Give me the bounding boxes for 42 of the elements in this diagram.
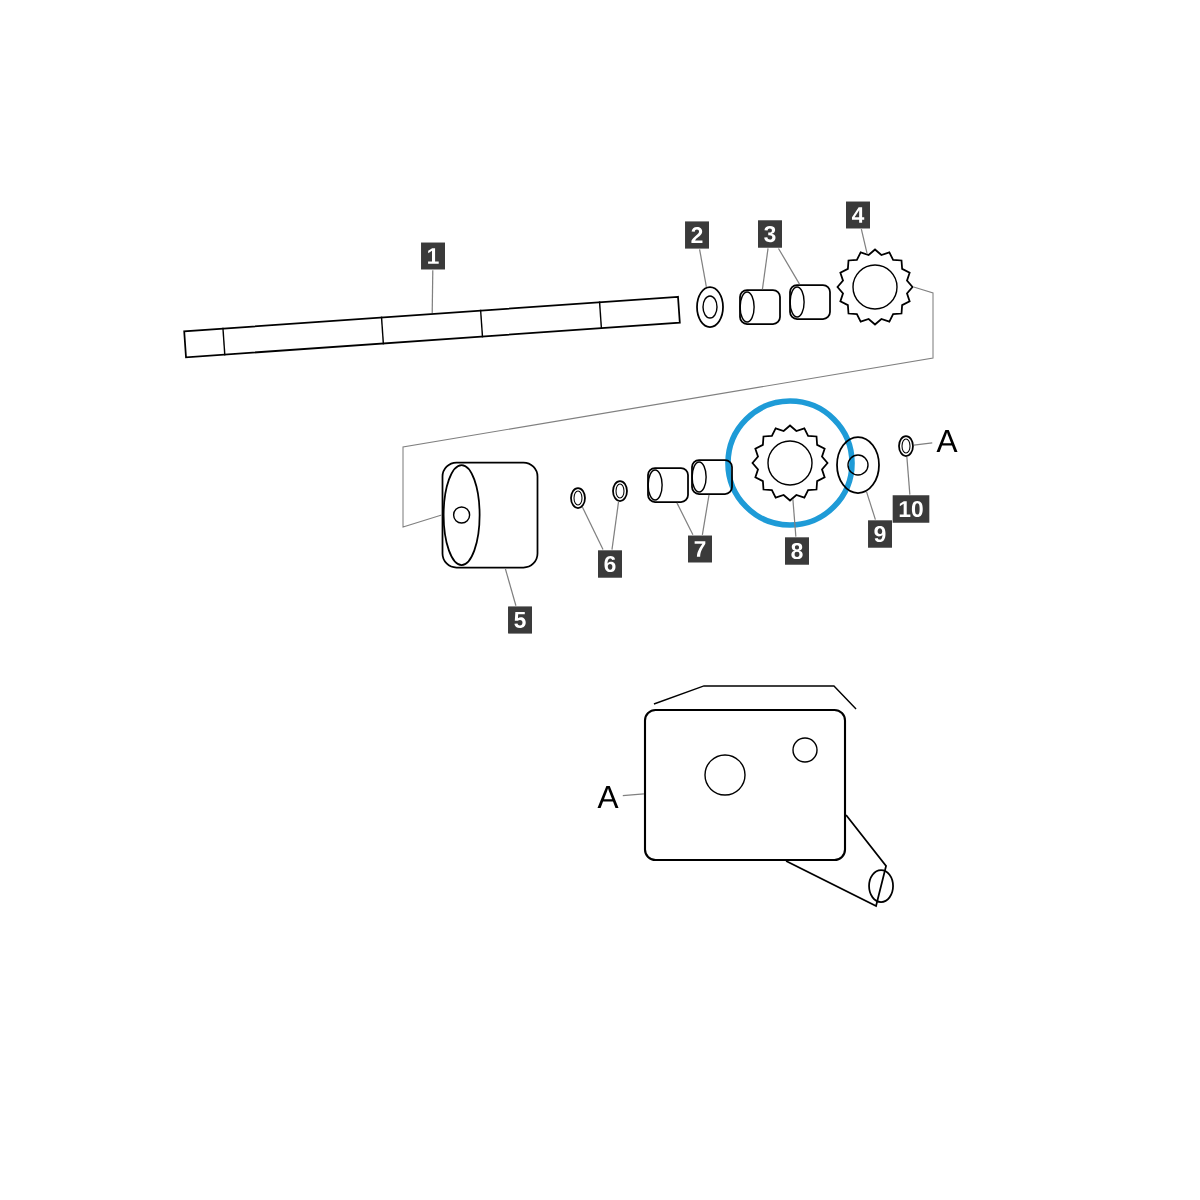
callout-number: 5 — [508, 606, 532, 634]
leader-line — [622, 793, 645, 797]
leader-line — [792, 498, 797, 538]
leader-line — [698, 248, 707, 288]
callout-number: 8 — [785, 537, 809, 565]
reference-letter: A — [597, 786, 619, 808]
ring-drawing — [570, 487, 586, 509]
leader-line — [611, 501, 620, 551]
callout-number: 3 — [758, 220, 782, 248]
callout-number: 10 — [892, 495, 930, 523]
bearing-drawing — [739, 289, 781, 325]
callout-number: 4 — [846, 201, 870, 229]
gear-drawing — [836, 248, 914, 326]
leader-line — [581, 506, 604, 551]
bearing-drawing — [789, 284, 831, 320]
callout-number: 6 — [598, 550, 622, 578]
ball-bearing-drawing — [836, 436, 880, 494]
callout-number: 7 — [688, 535, 712, 563]
leader-line — [761, 247, 769, 290]
ring-drawing — [612, 480, 628, 502]
callout-number: 2 — [685, 221, 709, 249]
bearing-drawing — [647, 467, 689, 503]
bearing-drawing — [691, 459, 733, 495]
callout-number: 9 — [868, 520, 892, 548]
leader-line — [676, 502, 694, 536]
clutch-drawing — [441, 461, 539, 569]
leader-line — [865, 491, 877, 521]
assembly-line — [402, 286, 934, 528]
leader-line — [431, 269, 434, 314]
leader-line — [777, 247, 801, 285]
leader-line — [860, 228, 868, 255]
leader-line — [701, 494, 710, 536]
leader-line — [906, 456, 911, 496]
ring-drawing — [898, 435, 914, 457]
callout-number: 1 — [421, 242, 445, 270]
reference-letter: A — [936, 430, 958, 452]
leader-line — [504, 567, 517, 607]
washer-drawing — [696, 286, 724, 328]
leader-line — [913, 442, 933, 446]
shaft-drawing — [183, 295, 681, 359]
housing-drawing — [643, 685, 894, 908]
gear-drawing — [751, 424, 829, 502]
